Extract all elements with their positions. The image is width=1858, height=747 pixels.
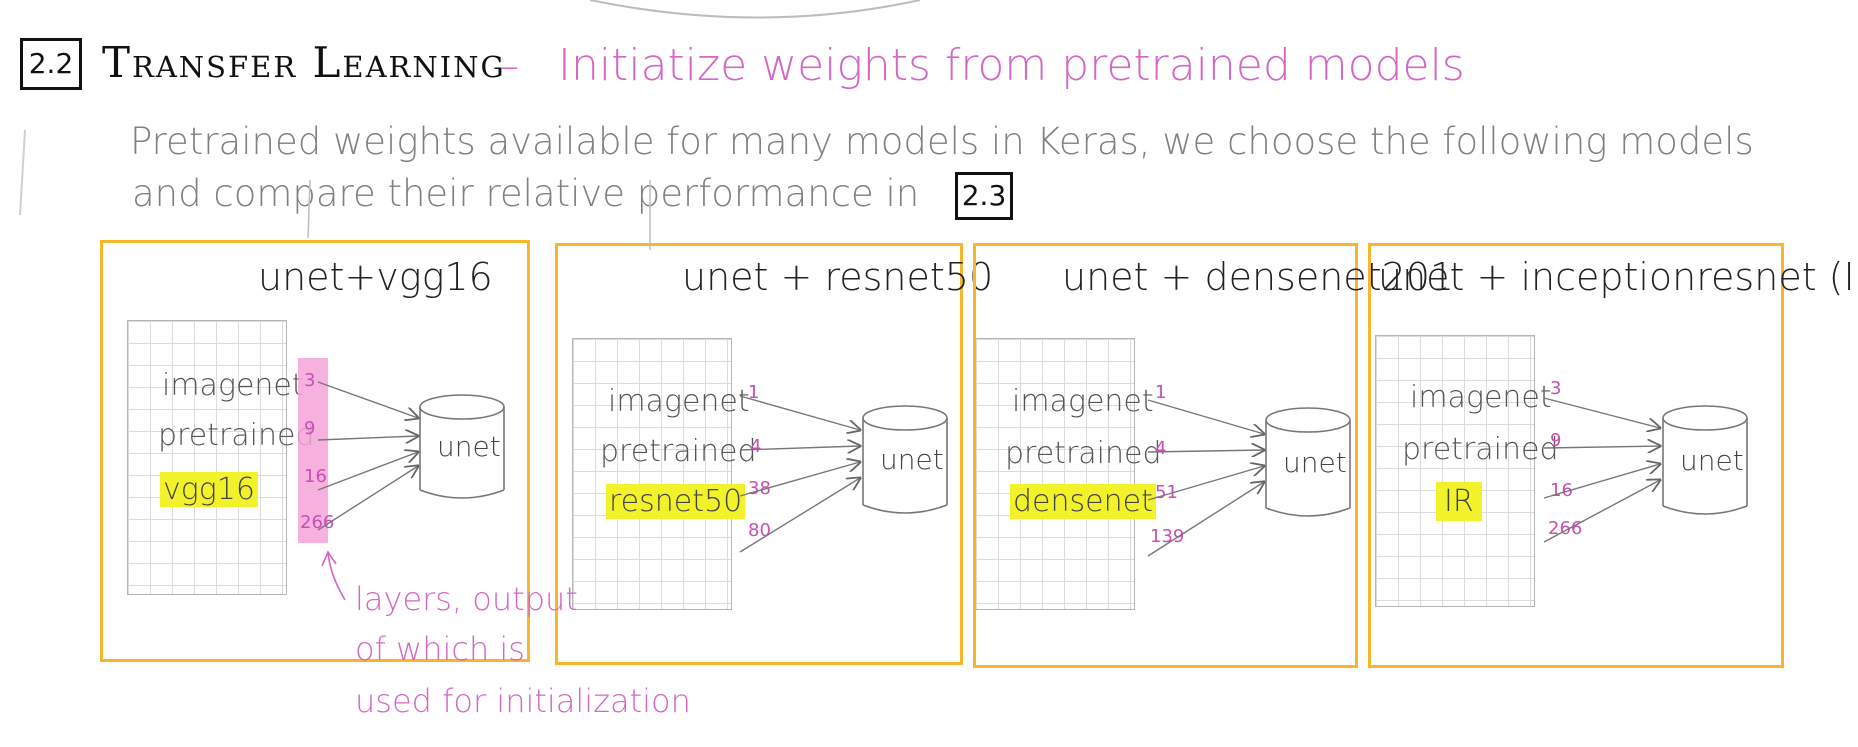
layer-number: 1: [748, 382, 760, 403]
pink-highlight: [298, 358, 328, 543]
panel-title: unet + resnet50: [682, 255, 994, 299]
layer-number: 1: [1155, 382, 1167, 403]
page-subtitle: Initiatize weights from pretrained model…: [558, 40, 1465, 91]
layer-number: 51: [1155, 482, 1178, 503]
layer-number: 16: [1550, 480, 1573, 501]
panel-unet-resnet50: [555, 243, 963, 665]
pretrained-model-grid: [572, 338, 732, 610]
panel-title: unet + inceptionresnet (IR): [1378, 255, 1858, 299]
layer-number: 266: [1548, 518, 1583, 539]
unet-label: unet: [437, 430, 501, 463]
title-dash: –: [500, 44, 519, 88]
grid-label-pretrained: pretrained: [1402, 432, 1559, 467]
unet-label: unet: [880, 443, 944, 476]
layer-number: 4: [1155, 438, 1167, 459]
section-number: 2.2: [28, 47, 74, 80]
highlighted-model-name: densenet: [1010, 484, 1156, 519]
panel-title: unet+vgg16: [258, 255, 493, 299]
grid-label-pretrained: pretrained: [158, 418, 315, 453]
highlighted-model-name: vgg16: [160, 472, 258, 507]
grid-label-pretrained: pretrained: [1005, 436, 1162, 471]
highlighted-model-name: IR: [1436, 482, 1482, 521]
panel-unet-densenet201: [973, 243, 1358, 668]
ref-badge: 2.3: [955, 172, 1013, 220]
description-line-1: Pretrained weights available for many mo…: [130, 120, 1754, 163]
layer-number: 3: [304, 370, 316, 391]
highlighted-model-name: resnet50: [606, 484, 746, 519]
layer-number: 9: [304, 418, 316, 439]
annotation-line-1: layers, output: [355, 580, 578, 618]
layer-number: 3: [1550, 378, 1562, 399]
layer-arrows: [739, 395, 860, 553]
section-number-badge: 2.2: [20, 38, 82, 90]
page-title: Transfer Learning: [102, 38, 506, 87]
grid-label-imagenet: imagenet: [1410, 380, 1552, 415]
grid-label-imagenet: imagenet: [608, 384, 750, 419]
unet-cylinder: [1265, 407, 1351, 517]
grid-label-imagenet: imagenet: [1012, 384, 1154, 419]
grid-label-pretrained: pretrained: [600, 434, 757, 469]
ref-badge-number: 2.3: [961, 179, 1007, 212]
panel-unet-inceptionresnet: [1368, 243, 1784, 668]
description-line-2: and compare their relative performance i…: [132, 172, 920, 215]
unet-cylinder: [1662, 405, 1748, 515]
unet-label: unet: [1680, 444, 1744, 477]
annotation-arrow: [321, 550, 346, 601]
grid-label-model: resnet50: [606, 484, 746, 519]
unet-cylinder: [862, 405, 948, 514]
pretrained-model-grid: [1375, 335, 1535, 607]
panel-title: unet + densenet201: [1062, 255, 1455, 299]
panel-unet-vgg16: [100, 240, 530, 662]
grid-label-model: IR: [1436, 482, 1482, 521]
grid-label-imagenet: imagenet: [162, 368, 304, 403]
layer-number: 38: [748, 478, 771, 499]
layer-number: 16: [304, 466, 327, 487]
layer-arrows: [317, 381, 418, 531]
annotation-line-3: used for initialization: [355, 682, 691, 720]
grid-label-model: densenet: [1010, 484, 1156, 519]
unet-label: unet: [1283, 446, 1347, 479]
layer-number: 9: [1550, 430, 1562, 451]
grid-label-model: vgg16: [160, 472, 258, 507]
layer-number: 266: [300, 512, 335, 533]
annotation-line-2: of which is: [355, 630, 525, 668]
layer-number: 139: [1150, 526, 1185, 547]
pretrained-model-grid: [127, 320, 287, 595]
pretrained-model-grid: [975, 338, 1135, 610]
layer-number: 4: [750, 436, 762, 457]
layer-arrows: [1543, 397, 1660, 543]
unet-cylinder: [419, 394, 505, 499]
layer-arrows: [1147, 399, 1264, 557]
